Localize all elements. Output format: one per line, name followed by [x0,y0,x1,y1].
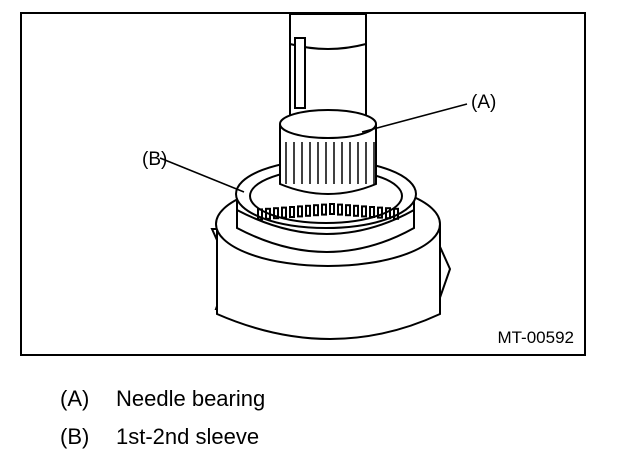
spline-tooth [321,203,327,216]
figure-id: MT-00592 [497,328,574,347]
spline-tooth [257,208,263,221]
spline-tooth [345,204,351,217]
sleeve-splines [257,203,399,221]
spline-tooth [361,205,367,218]
spline-tooth [289,206,295,218]
legend-key: (A) [60,386,90,411]
leader-line-b [159,157,245,193]
spline-tooth [377,206,383,219]
spline-tooth [265,207,271,220]
spline-tooth [313,204,319,217]
spline-tooth [297,205,303,218]
spline-tooth [337,203,343,216]
legend-item-b: (B) 1st-2nd sleeve [60,424,259,450]
spline-tooth [281,206,287,219]
spline-tooth [305,204,311,217]
diagram-figure: (A) (B) MT-00592 [20,12,586,356]
spline-tooth [353,204,359,217]
callout-b: (B) [142,149,168,170]
needle-bearing [279,124,377,195]
gear-assembly-drawing [159,14,468,340]
spline-tooth [385,207,391,220]
callout-a: (A) [471,92,497,113]
bearing-top [279,109,377,139]
spline-tooth [273,207,279,220]
spline-tooth [369,206,375,218]
legend-label: Needle bearing [116,386,266,411]
spline-tooth [329,203,335,215]
legend-item-a: (A) Needle bearing [60,386,265,412]
spline-tooth [393,207,399,220]
legend-key: (B) [60,424,90,449]
leader-line-a [361,103,468,133]
legend-label: 1st-2nd sleeve [116,424,260,449]
bearing-needles [285,142,375,184]
shaft-flat [294,37,306,109]
